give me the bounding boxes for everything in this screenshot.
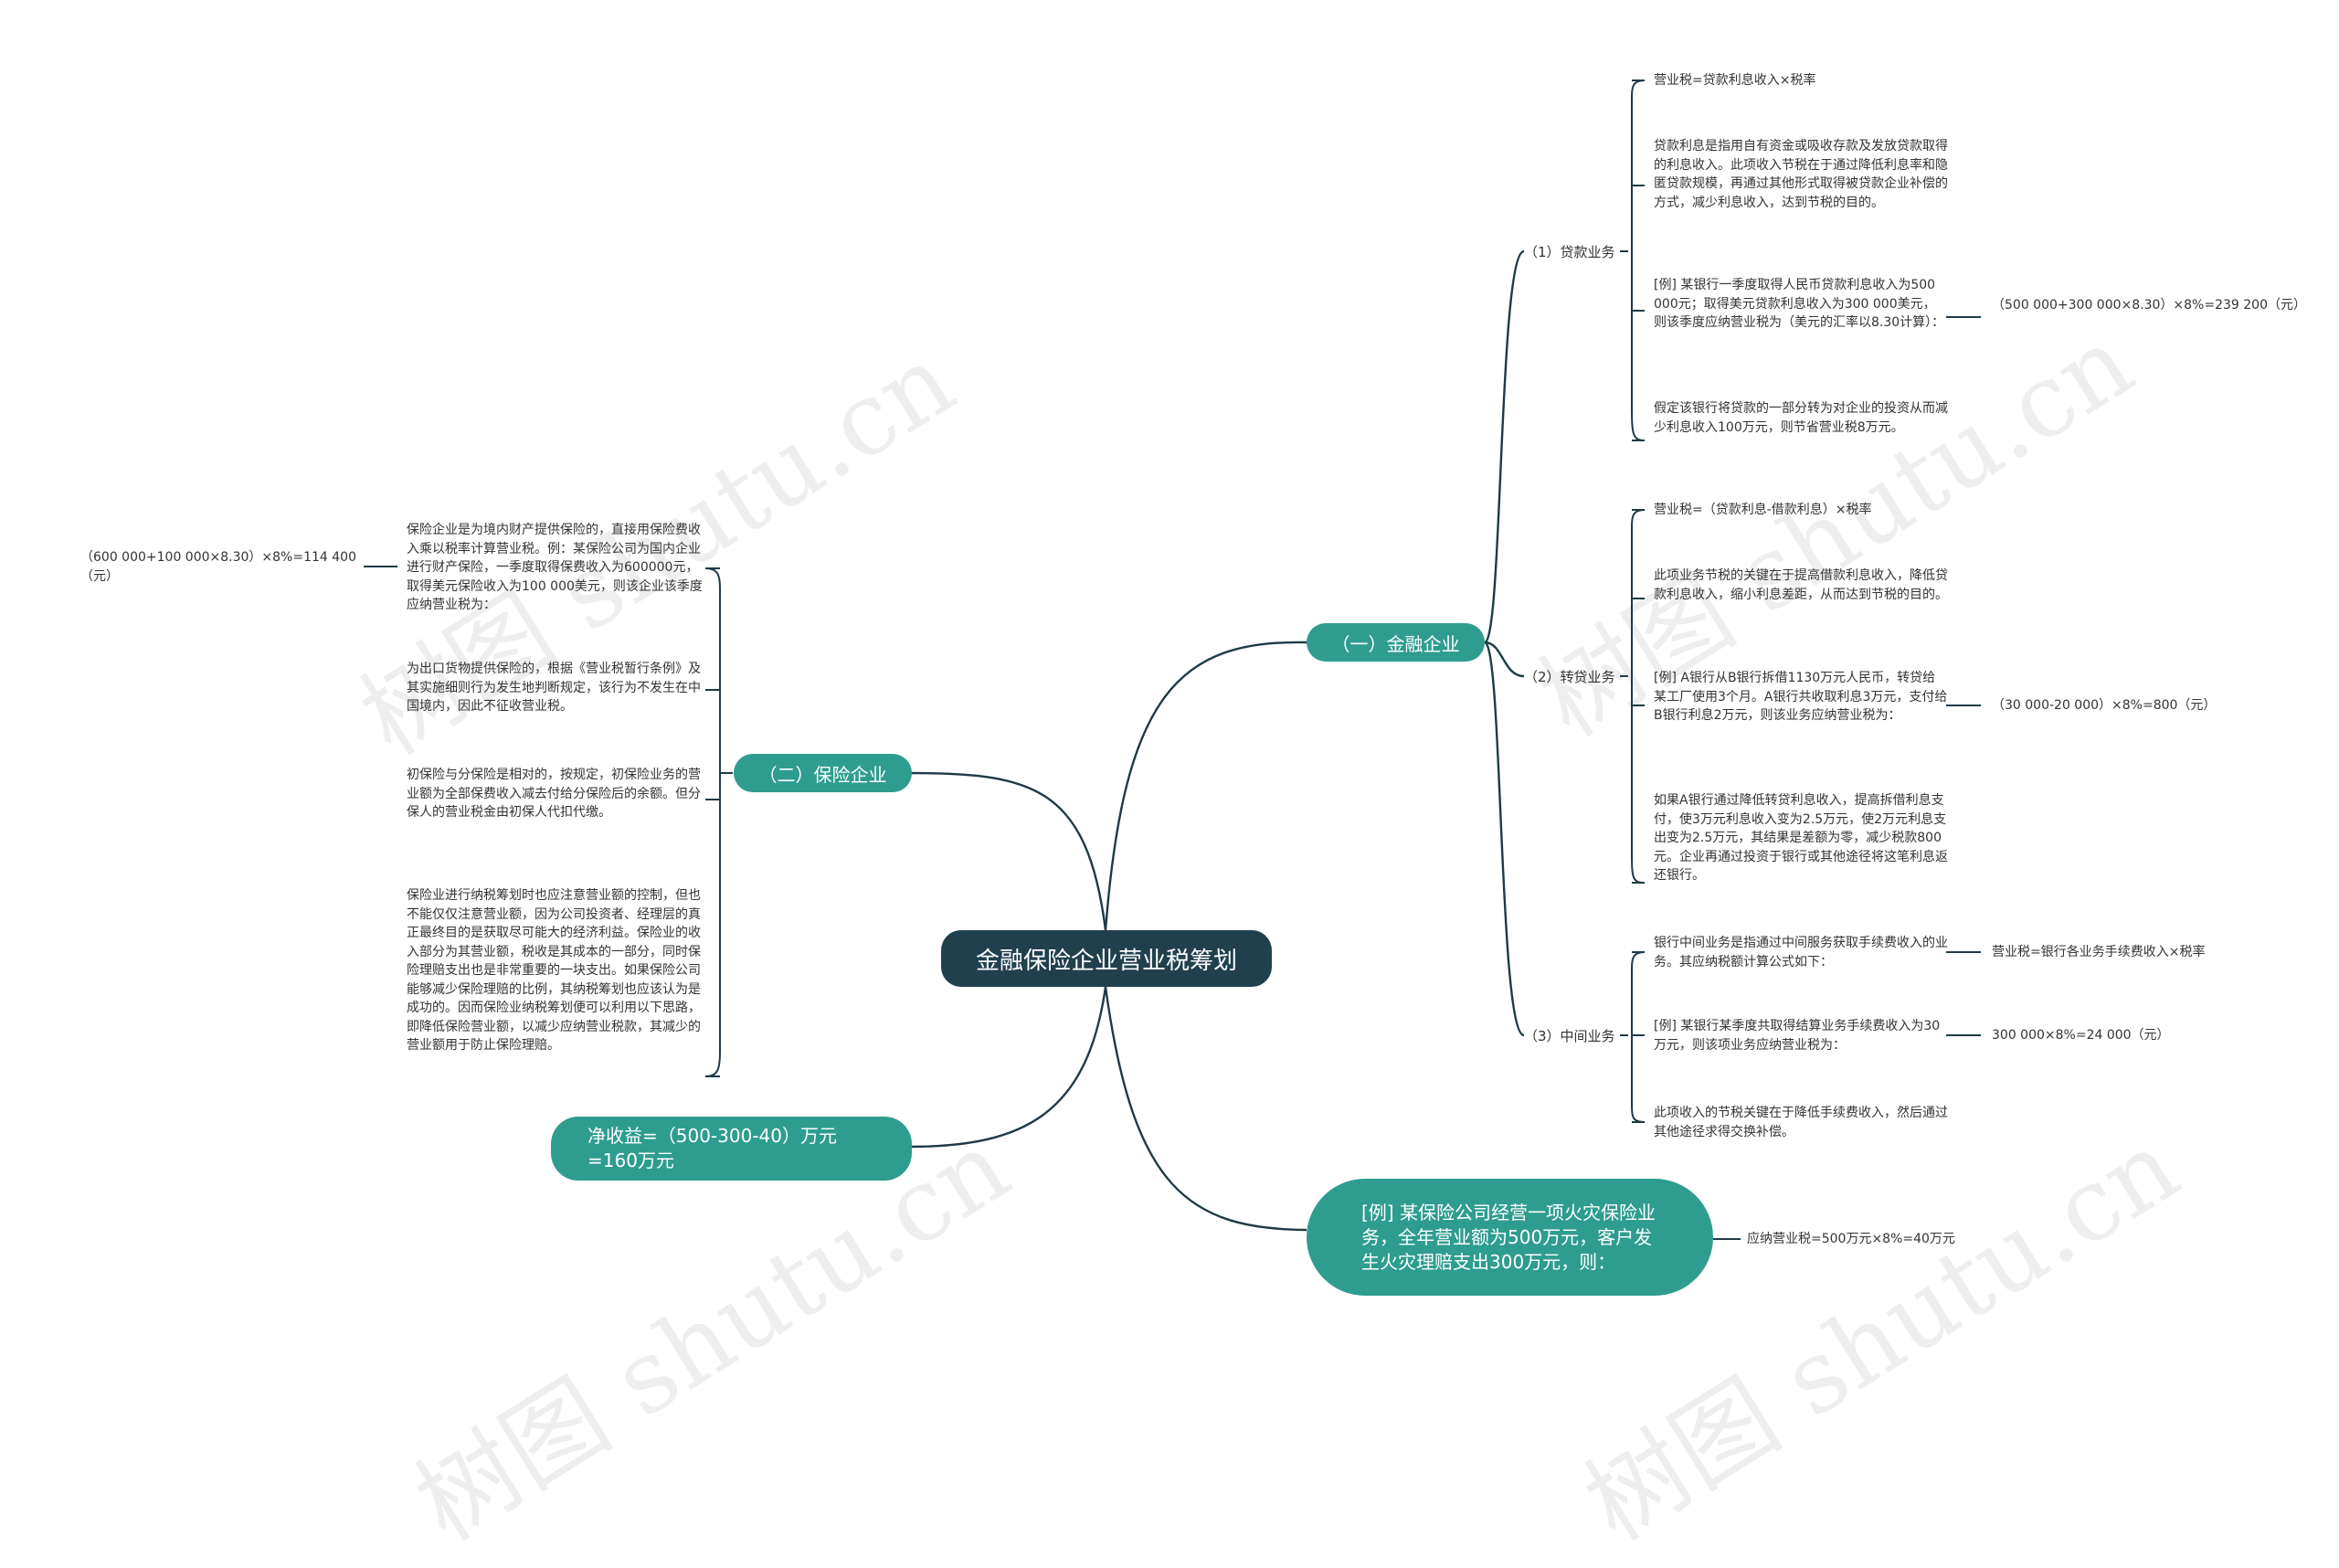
bracket-transfer [1620, 509, 1646, 884]
leaf-insurance-4: 保险业进行纳税筹划时也应注意营业额的控制，但也不能仅仅注意营业额，因为公司投资者… [407, 888, 701, 1053]
sub-loan[interactable]: （1）贷款业务 [1524, 244, 1615, 260]
sub-transfer[interactable]: （2）转贷业务 [1524, 669, 1615, 685]
leaf-loan-1: 营业税=贷款利息收入×税率 [1654, 73, 1816, 88]
edge-root-insurance [908, 771, 1107, 931]
formula-example: 应纳营业税=500万元×8%=40万元 [1747, 1232, 1955, 1246]
leaf-loan-3: [例] 某银行一季度取得人民币贷款利息收入为500 000元；取得美元贷款利息收… [1654, 278, 1945, 330]
edge-finance-transfer [1484, 641, 1525, 678]
leaf-insurance-1: 保险企业是为境内财产提供保险的，直接用保险费收入乘以税率计算营业税。例：某保险公… [407, 523, 703, 612]
root-node[interactable]: 金融保险企业营业税筹划 [941, 930, 1272, 987]
branch-example[interactable]: [例] 某保险公司经营一项火灾保险业务，全年营业额为500万元，客户发生火灾理赔… [1307, 1179, 1713, 1296]
leaf-insurance-3: 初保险与分保险是相对的，按规定，初保险业务的营业额为全部保费收入减去付给分保险后… [407, 768, 701, 820]
bracket-middle [1620, 951, 1646, 1123]
formula-transfer: （30 000-20 000）×8%=800（元） [1992, 698, 2217, 713]
connector-lines [364, 79, 1981, 1240]
branch-finance[interactable]: （一）金融企业 [1307, 623, 1485, 662]
edge-root-finance [1104, 641, 1307, 931]
formula-insurance: （600 000+100 000×8.30）×8%=114 400（元） [80, 550, 356, 584]
leaf-transfer-1: 营业税=（贷款利息-借款利息）×税率 [1654, 503, 1872, 517]
leaf-middle-1: 银行中间业务是指通过中间服务获取手续费收入的业务。其应纳税额计算公式如下： [1654, 936, 1948, 969]
leaf-transfer-3: [例] A银行从B银行拆借1130万元人民币，转贷给某工厂使用3个月。A银行共收… [1654, 671, 1948, 723]
leaf-middle-3: 此项收入的节税关键在于降低手续费收入，然后通过其他途径求得交换补偿。 [1654, 1106, 1948, 1139]
formula-middle-1: 营业税=银行各业务手续费收入×税率 [1992, 945, 2206, 959]
leaf-middle-2: [例] 某银行某季度共取得结算业务手续费收入为30万元，则该项业务应纳营业税为： [1654, 1019, 1941, 1053]
sub-middle[interactable]: （3）中间业务 [1524, 1028, 1615, 1044]
leaf-loan-2: 贷款利息是指用自有资金或吸收存款及发放贷款取得的利息收入。此项收入节税在于通过降… [1654, 139, 1948, 210]
formula-loan: （500 000+300 000×8.30）×8%=239 200（元） [1992, 298, 2306, 313]
edge-root-net-income [908, 986, 1107, 1149]
leaf-insurance-2: 为出口货物提供保险的，根据《营业税暂行条例》及其实施细则行为发生地判断规定，该行… [407, 662, 701, 714]
mind-map-canvas: 树图 shutu.cn 树图 shutu.cn 树图 shutu.cn 树图 s… [80, 73, 2306, 1563]
bracket-insurance [704, 567, 733, 1077]
watermark: 树图 shutu.cn [1565, 1107, 2198, 1563]
edge-root-example [1104, 986, 1307, 1232]
edge-finance-middle [1483, 641, 1525, 1037]
bracket-loan [1620, 79, 1646, 441]
leaf-transfer-2: 此项业务节税的关键在于提高借款利息收入，降低贷款利息收入，缩小利息差距，从而达到… [1654, 568, 1948, 602]
edge-finance-loan [1483, 249, 1525, 644]
branch-insurance[interactable]: （二）保险企业 [734, 754, 912, 792]
leaf-loan-4: 假定该银行将贷款的一部分转为对企业的投资从而减少利息收入100万元，则节省营业税… [1654, 401, 1948, 435]
formula-middle-2: 300 000×8%=24 000（元） [1992, 1028, 2170, 1043]
leaf-transfer-4: 如果A银行通过降低转贷利息收入，提高拆借利息支付，使3万元利息收入变为2.5万元… [1654, 793, 1948, 883]
branch-net-income[interactable]: 净收益=（500-300-40）万元=160万元 [551, 1117, 912, 1181]
